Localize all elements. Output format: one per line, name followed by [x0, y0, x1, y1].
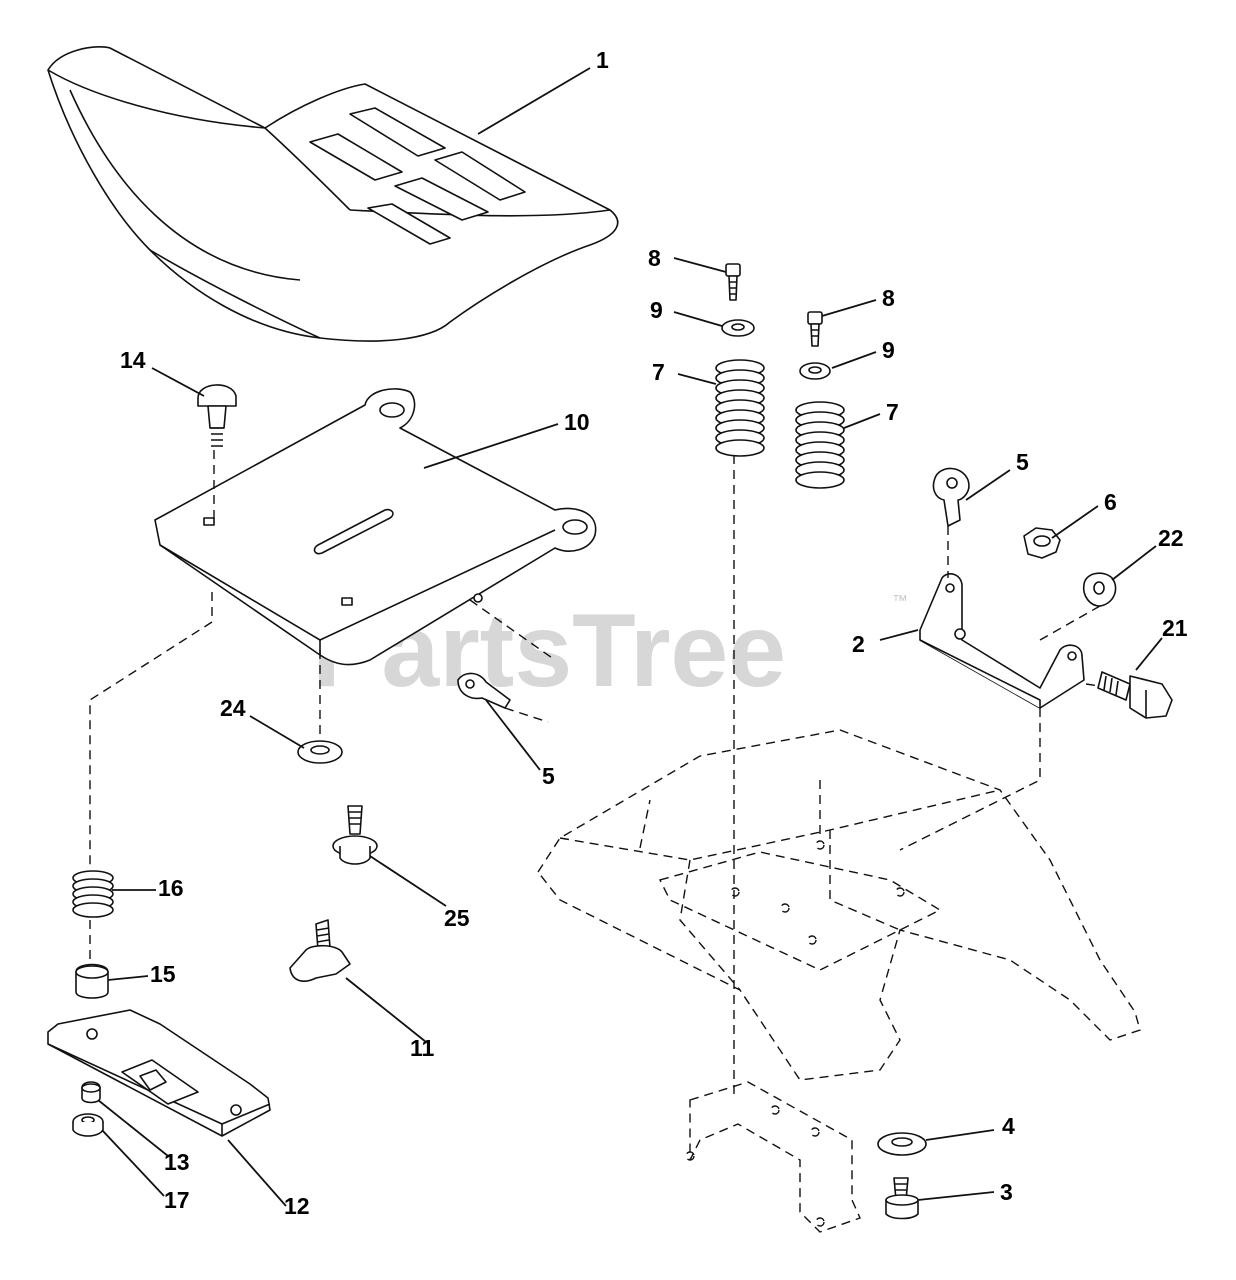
callout-10[interactable]: 10	[564, 409, 590, 435]
washer-right[interactable]	[799, 362, 831, 380]
washer-left[interactable]	[721, 319, 755, 337]
clip-right[interactable]	[932, 467, 970, 527]
callout-21[interactable]: 21	[1162, 615, 1188, 641]
callout-25[interactable]: 25	[444, 905, 470, 931]
screw-right[interactable]	[807, 311, 823, 347]
callout-7[interactable]: 7	[652, 359, 665, 385]
callout-11[interactable]: 11	[410, 1035, 435, 1061]
callout-22[interactable]: 22	[1158, 525, 1184, 551]
callout-labels: 1 8 8 9 9 7 7 14 10 5 6 22 2 21 24 5 16 …	[120, 47, 1188, 1219]
callout-14[interactable]: 14	[120, 347, 146, 373]
screw-left[interactable]	[725, 263, 741, 301]
seat[interactable]	[47, 46, 619, 342]
flat-washer[interactable]	[297, 740, 343, 764]
small-washer[interactable]	[72, 1113, 104, 1137]
spring-left[interactable]	[715, 359, 765, 457]
callout-8[interactable]: 8	[648, 245, 661, 271]
callout-8[interactable]: 8	[882, 285, 895, 311]
assembly-lines	[89, 450, 1101, 1100]
callout-1[interactable]: 1	[596, 47, 609, 73]
clip-left[interactable]	[457, 672, 511, 709]
callout-9[interactable]: 9	[882, 337, 895, 363]
compression-spring[interactable]	[72, 870, 114, 918]
hex-bolt[interactable]	[885, 1177, 919, 1220]
callout-16[interactable]: 16	[158, 875, 184, 901]
callout-24[interactable]: 24	[220, 695, 246, 721]
large-washer[interactable]	[877, 1132, 927, 1156]
watermark-trademark: ™	[892, 593, 908, 610]
lock-nut[interactable]	[1082, 572, 1117, 607]
callout-9[interactable]: 9	[650, 297, 663, 323]
callout-2[interactable]: 2	[852, 631, 865, 657]
seat-pan[interactable]	[154, 388, 597, 666]
adjustment-knob[interactable]	[289, 919, 351, 982]
callout-7[interactable]: 7	[886, 399, 899, 425]
spring-right[interactable]	[795, 401, 845, 489]
small-nut[interactable]	[81, 1081, 101, 1104]
callout-5[interactable]: 5	[542, 763, 555, 789]
slide-plate[interactable]	[47, 1009, 271, 1137]
hex-nut[interactable]	[1023, 527, 1061, 559]
callout-13[interactable]: 13	[164, 1149, 190, 1175]
callout-4[interactable]: 4	[1002, 1113, 1015, 1139]
flange-bolt[interactable]	[332, 805, 378, 865]
carriage-bolt[interactable]	[197, 384, 237, 447]
callout-17[interactable]: 17	[164, 1187, 190, 1213]
callout-6[interactable]: 6	[1104, 489, 1117, 515]
seat-bracket[interactable]	[919, 573, 1085, 709]
spacer[interactable]	[75, 963, 109, 999]
mower-frame-reference	[537, 729, 1141, 1233]
leader-lines	[97, 67, 1163, 1207]
callout-5[interactable]: 5	[1016, 449, 1029, 475]
callout-3[interactable]: 3	[1000, 1179, 1013, 1205]
shoulder-bolt[interactable]	[1097, 671, 1173, 719]
callout-15[interactable]: 15	[150, 961, 176, 987]
callout-12[interactable]: 12	[284, 1193, 310, 1219]
